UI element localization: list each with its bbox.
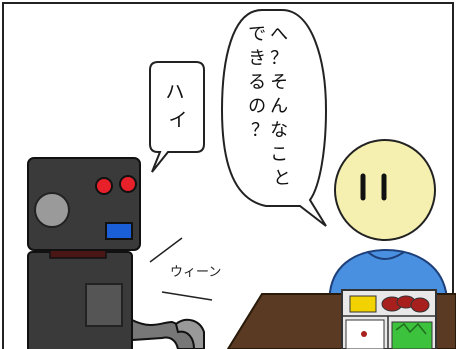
robot <box>27 157 205 349</box>
person-speech-char: の <box>248 96 266 117</box>
person-speech-char: そ <box>270 72 288 93</box>
person-speech-char: と <box>273 168 291 189</box>
robot-ear <box>34 192 70 228</box>
robot-chest-panel <box>85 283 123 327</box>
robot-eye-right <box>119 175 137 193</box>
lunch-red-food <box>381 295 430 313</box>
person-collar <box>367 251 405 260</box>
person-speech-char: な <box>270 120 288 141</box>
svg-text:ハ イ: ハ イ <box>165 81 190 131</box>
person-speech-char: ん <box>270 96 288 117</box>
robot-mouth <box>105 222 133 240</box>
svg-text:へ ？ そ ん: へ ？ そ ん な こ と <box>270 24 294 189</box>
person-speech-char: ？ <box>251 120 269 141</box>
person-speech-bubble: へ ？ そ ん な こ と で き る の ？ <box>220 9 328 227</box>
lunch-green-food <box>391 321 433 349</box>
person-speech-char: る <box>248 72 266 93</box>
lunch-yellow-food <box>349 295 377 313</box>
sound-effect-text: ウィーン <box>170 265 221 280</box>
person-speech-char: へ <box>270 24 288 45</box>
robot-eye-left <box>95 177 113 195</box>
robot-speech-bubble: ハ イ <box>149 61 205 173</box>
person-speech-char: こ <box>270 144 288 165</box>
person-speech-char: き <box>248 48 266 69</box>
robot-speech-char: ハ <box>165 81 184 103</box>
lunch-box <box>341 289 437 349</box>
robot-speech-char: イ <box>168 109 187 131</box>
robot-motion-lines <box>149 237 213 301</box>
svg-text:で き る の: で き る の ？ <box>248 24 272 141</box>
person-speech-char: ？ <box>270 48 288 69</box>
robot-hand <box>174 318 205 349</box>
person-speech-char: で <box>248 24 266 45</box>
